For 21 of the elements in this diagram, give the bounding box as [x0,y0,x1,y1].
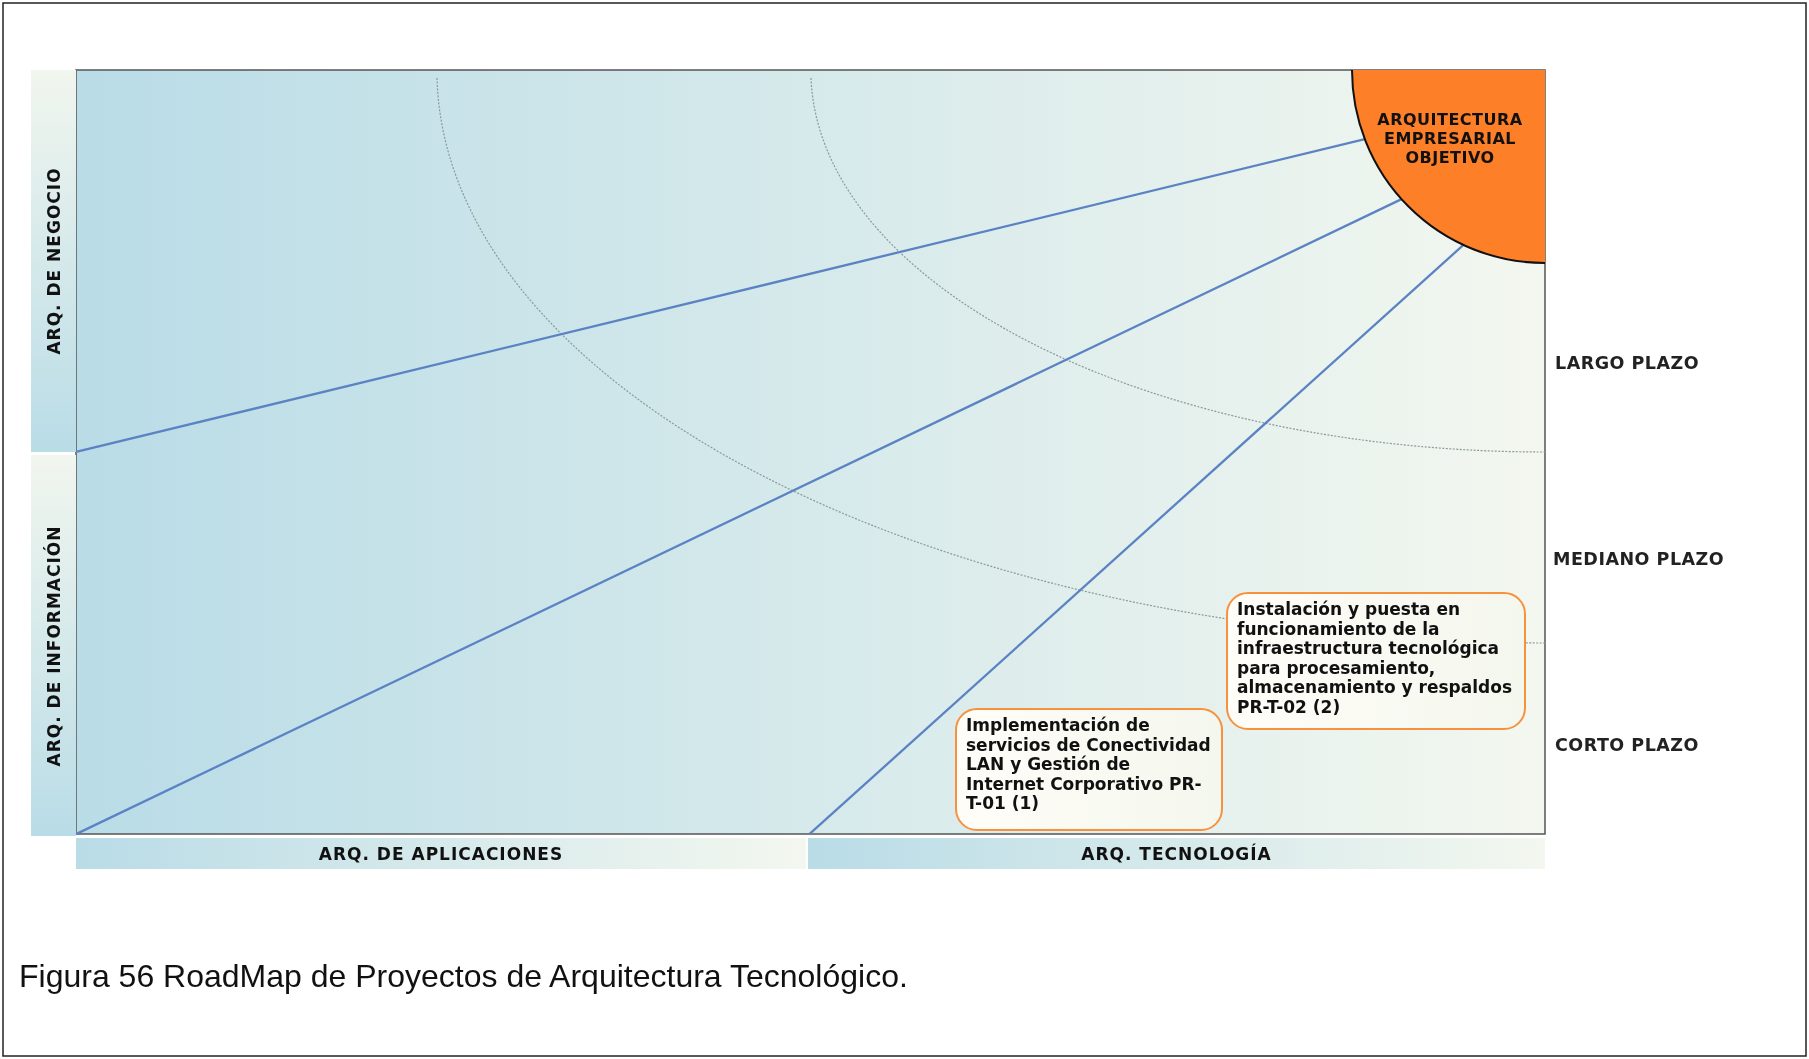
axis-band [808,838,1545,869]
connector-line [75,198,1403,836]
project-text: Implementación de servicios de Conectividad LAN y Gestión de Internet Corporativo PR-T-01 (1) [966,716,1212,814]
project-box [1226,592,1526,730]
axis-band [31,70,76,452]
band-label: ARQ. DE NEGOCIO [43,167,64,355]
connector-line [808,244,1465,835]
project-text: Instalación y puesta en funcionamiento de la infraestructura tecnológica para procesamiento, almacenamiento y respaldos PR-T-02 (2) [1237,600,1514,717]
horizon-label: LARGO PLAZO [1555,353,1700,373]
goal-label: ARQUITECTURA EMPRESARIAL OBJETIVO [1376,110,1524,167]
band-label: ARQ. DE INFORMACIÓN [43,525,64,766]
axis-band [76,838,806,869]
project-box [955,708,1223,831]
goal-quarter-circle [1352,70,1545,263]
axis-band [31,455,76,836]
horizon-label: MEDIANO PLAZO [1553,549,1725,569]
horizon-label: CORTO PLAZO [1555,735,1699,755]
figure-caption: Figura 56 RoadMap de Proyectos de Arquitectura Tecnológico. [19,958,908,995]
band-label: ARQ. DE APLICACIONES [318,843,564,864]
connector-line [75,138,1366,454]
band-label: ARQ. TECNOLOGÍA [1081,843,1272,864]
